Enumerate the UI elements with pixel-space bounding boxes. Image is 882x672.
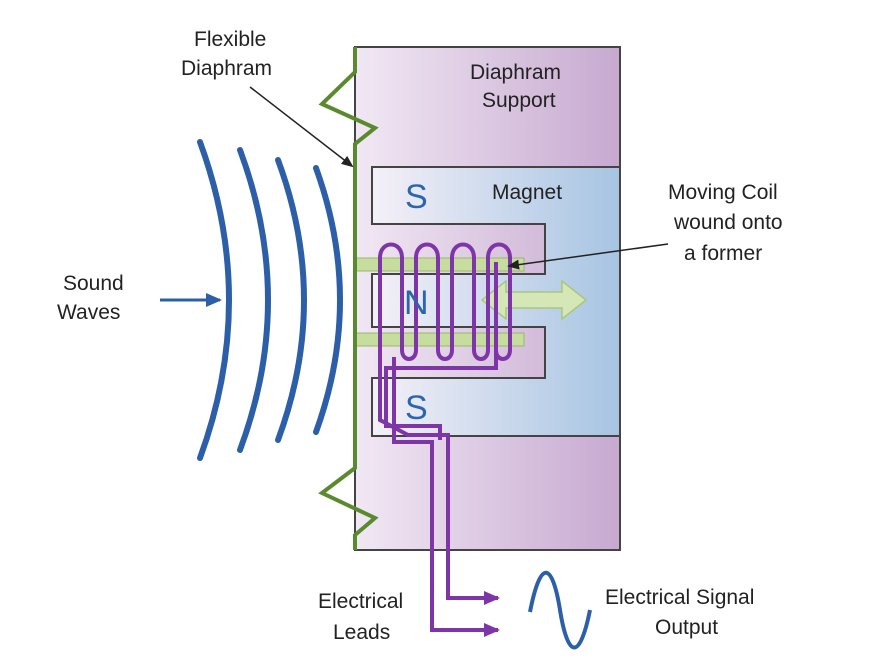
diaphram-support-label-line1: Diaphram bbox=[470, 61, 561, 84]
electrical-leads bbox=[378, 350, 500, 637]
sound-waves-label-line1: Sound bbox=[63, 272, 124, 295]
motion-arrow bbox=[480, 279, 588, 321]
electrical-signal-output-label-line2: Output bbox=[655, 616, 718, 639]
sound-waves-label-line2: Waves bbox=[57, 301, 120, 324]
moving-coil-label-line3: a former bbox=[684, 242, 762, 265]
flexible-diaphram-label-line2: Diaphram bbox=[181, 57, 272, 80]
electrical-leads-label-line1: Electrical bbox=[318, 590, 403, 613]
pole-n: N bbox=[404, 284, 429, 322]
moving-coil-label-line2: wound onto bbox=[673, 211, 783, 234]
electrical-signal-output-label-line1: Electrical Signal bbox=[605, 586, 754, 609]
sound-waves bbox=[197, 139, 343, 461]
diaphram-support-label-line2: Support bbox=[482, 89, 556, 112]
magnet-label: Magnet bbox=[492, 181, 562, 204]
flexible-diaphram-label-line1: Flexible bbox=[194, 28, 266, 51]
output-signal-wave bbox=[528, 570, 592, 650]
flexible-diaphram bbox=[318, 47, 379, 550]
moving-coil bbox=[378, 242, 512, 361]
electrical-leads-label-line2: Leads bbox=[333, 621, 390, 644]
pole-s-bottom: S bbox=[405, 389, 428, 427]
diaphram-pointer-arrow bbox=[249, 86, 354, 168]
moving-coil-label-line1: Moving Coil bbox=[668, 181, 778, 204]
pole-s-top: S bbox=[405, 178, 428, 216]
coil-pointer-arrow bbox=[507, 243, 669, 270]
